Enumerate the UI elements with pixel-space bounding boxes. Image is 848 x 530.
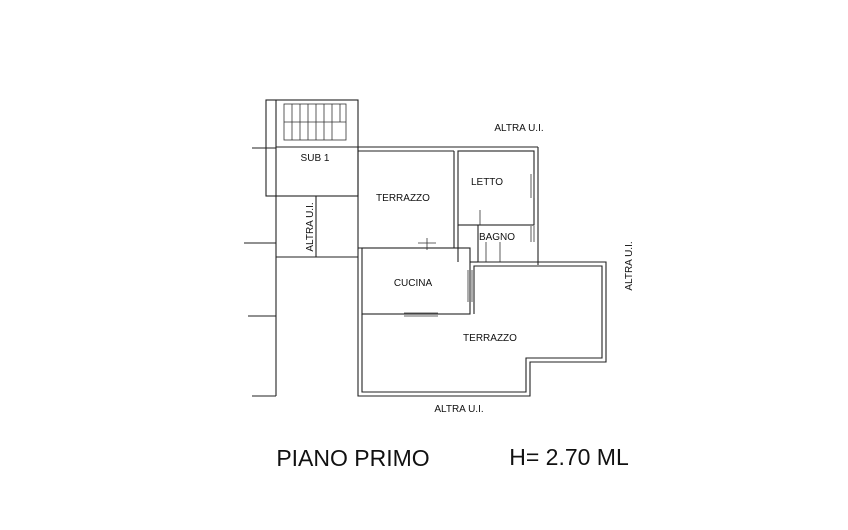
room-label-bagno: BAGNO — [479, 232, 515, 243]
staircase — [265, 99, 359, 197]
floor-title: PIANO PRIMO — [276, 445, 429, 471]
room-label-letto: LETTO — [471, 177, 503, 188]
neighbor-label-bottom: ALTRA U.I. — [434, 404, 483, 415]
room-label-terrazzo-lower: TERRAZZO — [463, 333, 517, 344]
kitchen-walls — [361, 238, 478, 317]
bedroom-bath-walls — [457, 147, 539, 265]
left-neighbor-walls — [244, 147, 358, 397]
neighbor-label-top: ALTRA U.I. — [494, 123, 543, 134]
room-label-sub1: SUB 1 — [301, 153, 330, 164]
neighbor-label-left: ALTRA U.I. — [305, 202, 316, 251]
ceiling-height: H= 2.70 ML — [509, 444, 629, 470]
neighbor-label-right: ALTRA U.I. — [624, 241, 635, 290]
lower-terrace-walls — [357, 257, 607, 397]
room-label-cucina: CUCINA — [394, 278, 433, 289]
room-label-terrazzo-upper: TERRAZZO — [376, 193, 430, 204]
